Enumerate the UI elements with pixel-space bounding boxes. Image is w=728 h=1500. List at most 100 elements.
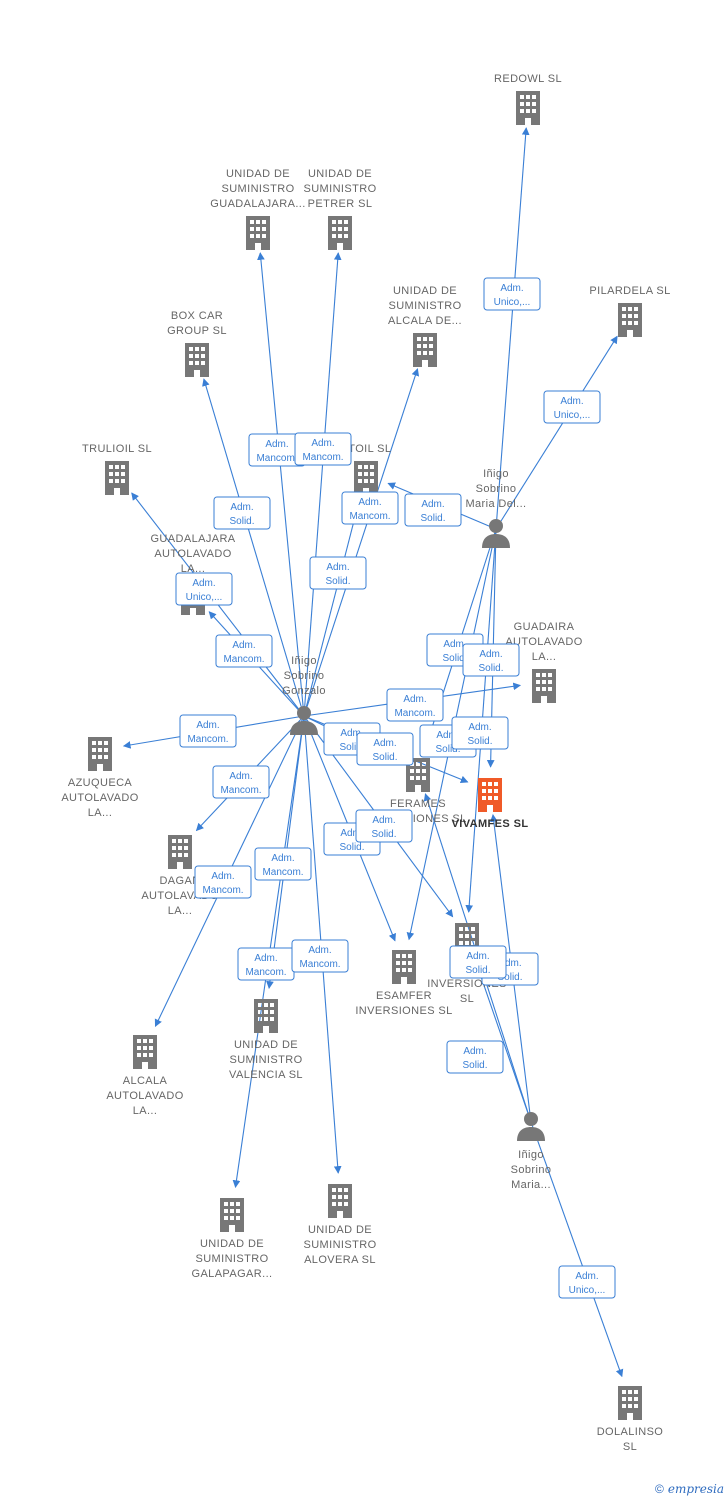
node-label: PILARDELA SL: [589, 285, 670, 297]
relation-label-text: Adm.: [232, 640, 255, 651]
node-label: SL: [623, 1441, 637, 1453]
node-label: ETOIL SL: [341, 443, 392, 455]
relation-label[interactable]: Adm.Solid.: [451, 716, 509, 750]
relation-label-box: [462, 643, 520, 677]
relation-label-text: Adm.: [466, 951, 489, 962]
node-label: AUTOLAVADO: [154, 548, 231, 560]
relation-label-text: Adm.: [463, 1046, 486, 1057]
company-node-guadalajara_auto[interactable]: GUADALAJARA AUTOLAVADO LA...: [150, 533, 235, 615]
relation-label-text: Adm.: [373, 738, 396, 749]
relation-label-text: Adm.: [192, 578, 215, 589]
company-node-alcala_auto[interactable]: ALCALAAUTOLAVADOLA...: [106, 1035, 183, 1117]
relation-label[interactable]: Adm.Mancom.: [291, 939, 349, 973]
relation-label-text: Adm.: [443, 639, 466, 650]
relation-label[interactable]: Adm.Mancom.: [254, 847, 312, 881]
relation-label[interactable]: Adm.Mancom.: [194, 865, 252, 899]
company-node-redowl[interactable]: REDOWL SL: [494, 73, 562, 125]
relation-label-box: [451, 716, 509, 750]
relation-label-text: Adm.: [230, 502, 253, 513]
relation-label-text: Mancom.: [187, 734, 228, 745]
node-label: PETRER SL: [308, 198, 373, 210]
relation-label-text: Solid.: [465, 965, 490, 976]
relation-label[interactable]: Adm.Solid.: [309, 556, 367, 590]
relation-label[interactable]: Adm.Unico,...: [543, 390, 601, 424]
node-label: ALCALA DE...: [388, 315, 462, 327]
edge-p_gonzalo-to-alcala_sum: [303, 368, 420, 717]
relation-label[interactable]: Adm.Unico,...: [558, 1265, 616, 1299]
node-label: UNIDAD DE: [308, 1224, 372, 1236]
relation-label-box: [309, 556, 367, 590]
relation-label-text: Solid.: [229, 516, 254, 527]
relation-label-text: Solid.: [339, 842, 364, 853]
company-node-galapagar[interactable]: UNIDAD DESUMINISTROGALAPAGAR...: [191, 1198, 272, 1280]
relation-label[interactable]: Adm. Mancom.: [248, 433, 306, 467]
relation-label-box: [386, 688, 444, 722]
relation-label-box: [483, 277, 541, 311]
company-node-azuqueca[interactable]: AZUQUECAAUTOLAVADOLA...: [61, 737, 138, 819]
relation-label-box: [175, 572, 233, 606]
node-label: LA...: [88, 807, 113, 819]
node-label: Sobrino: [511, 1164, 552, 1176]
company-node-alovera[interactable]: UNIDAD DE SUMINISTRO ALOVERA SL: [303, 1184, 376, 1266]
relation-label[interactable]: Adm.Mancom.: [294, 432, 352, 466]
relation-label-box: [356, 732, 414, 766]
relation-label-box: [446, 1040, 504, 1074]
relation-label[interactable]: Adm.Solid.: [462, 643, 520, 677]
relation-label[interactable]: Adm.Unico,...: [175, 572, 233, 606]
relation-label-box: [543, 390, 601, 424]
edge-p_gonzalo-to-guadalajara_sum: [257, 252, 305, 717]
relation-label-text: Mancom.: [302, 452, 343, 463]
relation-label-text: Solid.: [478, 663, 503, 674]
relation-label-box: [179, 714, 237, 748]
relation-label[interactable]: Adm. Solid.: [449, 945, 507, 979]
relation-label-text: Solid.: [371, 829, 396, 840]
node-label: LA...: [181, 563, 206, 575]
company-node-guadaira[interactable]: GUADAIRAAUTOLAVADOLA...: [505, 621, 582, 703]
company-node-etoil[interactable]: ETOIL SL: [341, 443, 392, 495]
relation-label-text: Adm.: [265, 439, 288, 450]
company-node-vivamfes[interactable]: VIVAMFES SL: [452, 778, 529, 830]
relation-label[interactable]: Adm. Solid.: [213, 496, 271, 530]
relation-label-text: Adm.: [326, 562, 349, 573]
relation-label[interactable]: Adm.Solid.: [404, 493, 462, 527]
building-icon: [618, 303, 642, 337]
relation-label-text: Unico,...: [554, 410, 591, 421]
relation-label[interactable]: Adm.Solid.: [446, 1040, 504, 1074]
company-node-trulioil[interactable]: TRULIOIL SL: [82, 443, 152, 495]
company-node-pilardela[interactable]: PILARDELA SL: [589, 285, 670, 337]
node-label: Iñigo: [518, 1149, 544, 1161]
relation-label[interactable]: Adm.Unico,...: [483, 277, 541, 311]
footer-brand[interactable]: ©empresia: [655, 1482, 724, 1496]
node-label: ALOVERA SL: [304, 1254, 376, 1266]
node-label: UNIDAD DE: [393, 285, 457, 297]
relation-label-text: Mancom.: [299, 959, 340, 970]
node-label: SUMINISTRO: [303, 183, 376, 195]
relation-label-text: Mancom.: [256, 453, 297, 464]
relation-label-text: Solid.: [420, 513, 445, 524]
relation-label[interactable]: Adm.Mancom.: [237, 947, 295, 981]
relation-label[interactable]: Adm.Mancom.: [179, 714, 237, 748]
person-node-p_inigo_maria[interactable]: IñigoSobrinoMaria...: [511, 1112, 552, 1191]
node-label: Iñigo: [291, 655, 317, 667]
relation-label[interactable]: Adm.Solid.: [356, 732, 414, 766]
relation-label[interactable]: Adm.Mancom.: [215, 634, 273, 668]
relation-label-text: Mancom.: [394, 708, 435, 719]
relation-label[interactable]: Adm.Mancom.: [341, 491, 399, 525]
company-node-guadalajara_sum[interactable]: UNIDAD DESUMINISTROGUADALAJARA...: [210, 168, 305, 250]
node-label: SUMINISTRO: [303, 1239, 376, 1251]
node-label: GUADALAJARA: [150, 533, 235, 545]
copyright-symbol: ©: [655, 1482, 664, 1496]
relation-label[interactable]: Adm.Mancom.: [386, 688, 444, 722]
relation-label[interactable]: Adm.Mancom.: [212, 765, 270, 799]
relation-label-text: Adm.: [372, 815, 395, 826]
relation-label-text: Solid.: [442, 653, 467, 664]
relation-label[interactable]: Adm. Solid.: [355, 809, 413, 843]
